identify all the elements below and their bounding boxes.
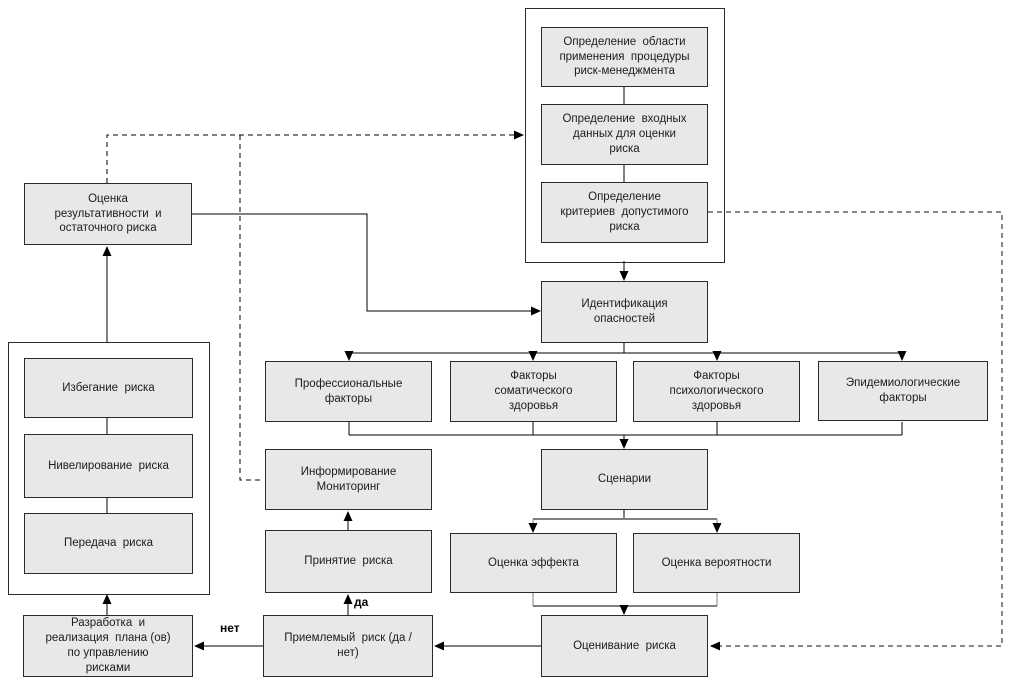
node-informing-monitoring: Информирование Мониторинг: [265, 449, 432, 510]
node-scope-definition: Определение области применения процедуры…: [541, 27, 708, 87]
node-informing-monitoring-label: Информирование Мониторинг: [300, 465, 397, 493]
node-acceptable-criteria-label: Определение критериев допустимого риска: [560, 191, 689, 233]
node-psychological-factors: Факторы психологического здоровья: [633, 361, 800, 422]
node-risk-evaluation-label: Оценивание риска: [573, 639, 676, 652]
node-epidemiological-factors: Эпидемиологические факторы: [818, 361, 988, 421]
node-effectiveness-residual-risk: Оценка результативности и остаточного ри…: [24, 183, 192, 245]
node-effect-assessment: Оценка эффекта: [450, 533, 617, 593]
node-acceptable-risk-decision: Приемлемый риск (да / нет): [263, 615, 433, 677]
node-input-data: Определение входных данных для оценки ри…: [541, 104, 708, 165]
node-professional-factors-label: Профессиональные факторы: [294, 377, 403, 405]
node-risk-management-plan-label: Разработка и реализация плана (ов) по уп…: [45, 617, 171, 674]
node-scope-definition-label: Определение области применения процедуры…: [559, 35, 690, 78]
node-professional-factors: Профессиональные факторы: [265, 361, 432, 422]
node-risk-avoidance-label: Избегание риска: [62, 381, 155, 394]
node-risk-transfer: Передача риска: [24, 513, 193, 574]
node-risk-transfer-label: Передача риска: [63, 537, 154, 550]
node-risk-leveling-label: Нивелирование риска: [48, 459, 169, 472]
node-probability-assessment-label: Оценка вероятности: [661, 556, 772, 569]
node-psychological-factors-label: Факторы психологического здоровья: [669, 370, 764, 412]
node-scenarios: Сценарии: [541, 449, 708, 510]
node-risk-acceptance: Принятие риска: [265, 530, 432, 593]
node-hazard-identification-label: Идентификация опасностей: [581, 298, 668, 325]
node-probability-assessment: Оценка вероятности: [633, 533, 800, 593]
node-effectiveness-residual-risk-label: Оценка результативности и остаточного ри…: [54, 192, 162, 235]
flow-label-yes: да: [354, 595, 369, 609]
flow-label-no: нет: [220, 621, 240, 635]
node-somatic-factors: Факторы соматического здоровья: [450, 361, 617, 422]
node-hazard-identification: Идентификация опасностей: [541, 281, 708, 343]
node-scenarios-label: Сценарии: [597, 473, 652, 486]
node-risk-leveling: Нивелирование риска: [24, 434, 193, 498]
node-effect-assessment-label: Оценка эффекта: [488, 556, 579, 569]
node-risk-management-plan: Разработка и реализация плана (ов) по уп…: [23, 615, 193, 677]
node-risk-avoidance: Избегание риска: [24, 358, 193, 418]
node-epidemiological-factors-label: Эпидемиологические факторы: [845, 377, 961, 404]
node-risk-acceptance-label: Принятие риска: [304, 555, 393, 568]
node-acceptable-criteria: Определение критериев допустимого риска: [541, 182, 708, 243]
node-somatic-factors-label: Факторы соматического здоровья: [494, 370, 573, 412]
node-risk-evaluation: Оценивание риска: [541, 615, 708, 677]
node-acceptable-risk-decision-label: Приемлемый риск (да / нет): [284, 632, 412, 659]
node-input-data-label: Определение входных данных для оценки ри…: [562, 113, 687, 155]
